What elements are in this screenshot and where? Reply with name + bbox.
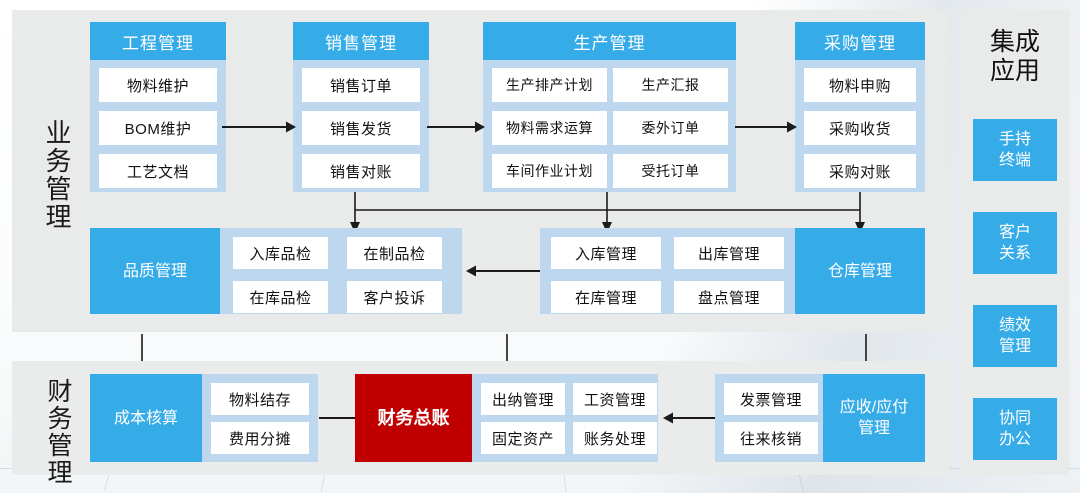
integration-item-handheld[interactable]: 手持 终端 xyxy=(973,119,1057,181)
module-tile[interactable]: 盘点管理 xyxy=(674,281,784,313)
arrow-sales-to-production xyxy=(427,121,485,133)
integration-item-crm[interactable]: 客户 关系 xyxy=(973,212,1057,274)
arrow-receivable-to-ledger xyxy=(663,412,715,424)
module-tile[interactable]: BOM维护 xyxy=(99,111,217,145)
module-tile[interactable]: 委外订单 xyxy=(613,111,728,145)
module-title-sales[interactable]: 销售管理 xyxy=(293,22,429,60)
module-tile[interactable]: 发票管理 xyxy=(724,383,818,415)
module-title-quality[interactable]: 品质管理 xyxy=(90,228,220,314)
module-tile[interactable]: 销售订单 xyxy=(302,68,420,102)
module-title-receivable[interactable]: 应收/应付 管理 xyxy=(823,374,925,462)
module-tile[interactable]: 采购收货 xyxy=(804,111,916,145)
module-tile[interactable]: 工艺文档 xyxy=(99,154,217,188)
module-tile[interactable]: 采购对账 xyxy=(804,154,916,188)
module-tile[interactable]: 物料维护 xyxy=(99,68,217,102)
integration-item-label-line2: 办公 xyxy=(998,431,1031,448)
module-tile[interactable]: 出库管理 xyxy=(674,237,784,269)
module-tile[interactable]: 销售发货 xyxy=(302,111,420,145)
business-panel-label: 业务管理 xyxy=(42,119,72,231)
integration-item-label-line1: 绩效 xyxy=(998,317,1031,334)
module-title-ledger[interactable]: 财务总账 xyxy=(355,374,472,462)
integration-item-label-line1: 协同 xyxy=(998,410,1031,427)
integration-rail-title-line1: 集成 xyxy=(989,28,1040,56)
module-tile[interactable]: 客户投诉 xyxy=(347,281,442,313)
module-tile[interactable]: 出纳管理 xyxy=(481,383,565,415)
integration-rail-title-line2: 应用 xyxy=(989,57,1040,85)
module-title-engineering[interactable]: 工程管理 xyxy=(90,22,226,60)
module-title-production[interactable]: 生产管理 xyxy=(483,22,736,60)
module-tile[interactable]: 固定资产 xyxy=(481,422,565,454)
arrow-warehouse-to-quality xyxy=(466,265,540,277)
module-tile[interactable]: 入库管理 xyxy=(551,237,661,269)
integration-item-label-line2: 管理 xyxy=(998,338,1031,355)
integration-item-label-line1: 客户 xyxy=(998,224,1031,241)
integration-item-label-line1: 手持 xyxy=(998,131,1031,148)
integration-rail-title: 集成 应用 xyxy=(961,28,1069,86)
module-tile[interactable]: 在制品检 xyxy=(347,237,442,269)
module-tile[interactable]: 销售对账 xyxy=(302,154,420,188)
finance-panel-label: 财务管理 xyxy=(44,378,72,486)
module-tile[interactable]: 生产排产计划 xyxy=(492,68,607,102)
module-title-warehouse[interactable]: 仓库管理 xyxy=(795,228,925,314)
module-title-receivable-line1: 应收/应付 xyxy=(839,399,909,416)
module-tile[interactable]: 物料结存 xyxy=(211,383,309,415)
integration-item-label-line2: 终端 xyxy=(998,152,1031,169)
module-tile[interactable]: 账务处理 xyxy=(573,422,657,454)
integration-item-oa[interactable]: 协同 办公 xyxy=(973,398,1057,460)
arrow-production-to-purchase xyxy=(735,121,797,133)
module-tile[interactable]: 入库品检 xyxy=(233,237,328,269)
arrow-engineering-to-sales xyxy=(222,121,296,133)
module-tile[interactable]: 物料需求运算 xyxy=(492,111,607,145)
integration-item-performance[interactable]: 绩效 管理 xyxy=(973,305,1057,367)
module-title-cost[interactable]: 成本核算 xyxy=(90,374,202,462)
module-tile[interactable]: 往来核销 xyxy=(724,422,818,454)
module-tile[interactable]: 生产汇报 xyxy=(613,68,728,102)
connector-bus-row1-to-row2 xyxy=(350,192,865,233)
module-title-purchase[interactable]: 采购管理 xyxy=(795,22,925,60)
module-title-receivable-line2: 管理 xyxy=(857,420,890,437)
module-tile[interactable]: 物料申购 xyxy=(804,68,916,102)
module-tile[interactable]: 工资管理 xyxy=(573,383,657,415)
module-tile[interactable]: 在库品检 xyxy=(233,281,328,313)
module-tile[interactable]: 受托订单 xyxy=(613,154,728,188)
module-tile[interactable]: 在库管理 xyxy=(551,281,661,313)
integration-item-label-line2: 关系 xyxy=(998,245,1031,262)
module-tile[interactable]: 费用分摊 xyxy=(211,422,309,454)
module-tile[interactable]: 车间作业计划 xyxy=(492,154,607,188)
